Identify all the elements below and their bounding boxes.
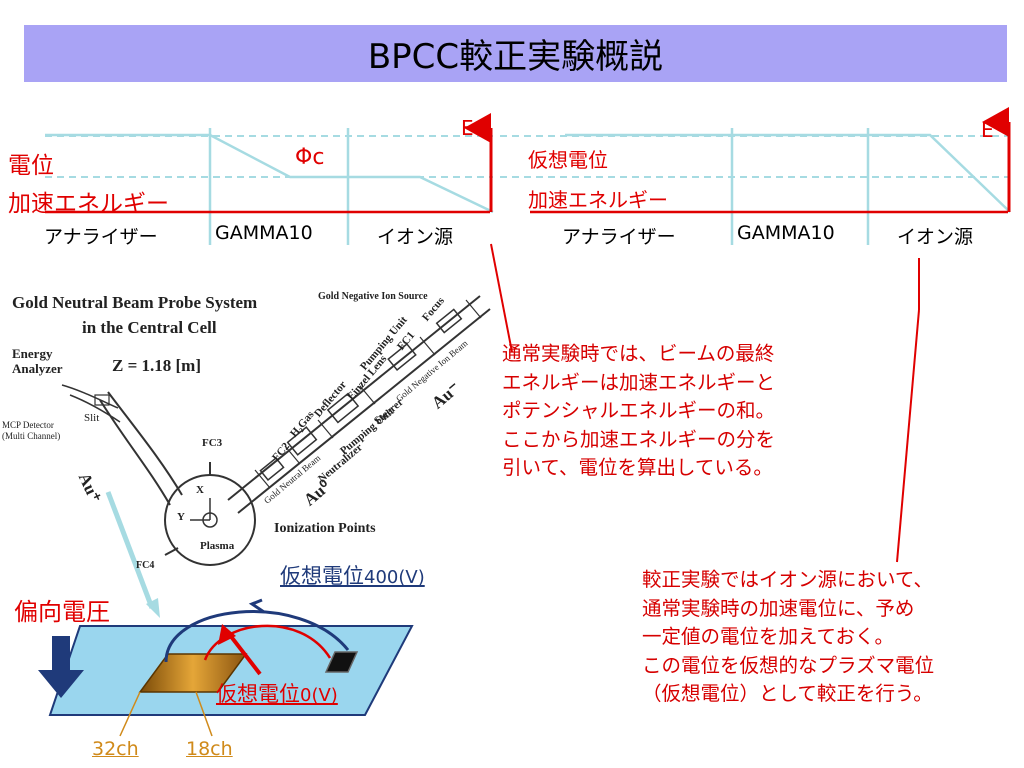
fc3-label: FC3 — [202, 437, 223, 449]
analyzer-arc-2 — [107, 391, 183, 496]
left-e-label: E — [461, 116, 474, 140]
fc2-box — [286, 426, 318, 456]
analyzer-plate-2 — [69, 394, 121, 423]
detector-plate-group — [38, 598, 414, 737]
virtual-0v-value: 0(V) — [300, 685, 338, 706]
left-potential-diagram — [45, 113, 494, 245]
beamline-upper — [227, 295, 481, 501]
right-potential-diagram — [500, 107, 1011, 245]
slit-box — [94, 394, 110, 406]
left-energy-label: 加速エネルギー — [8, 191, 169, 217]
bnbp-schematic — [61, 295, 491, 566]
multi-channel-label: (Multi Channel) — [2, 431, 61, 441]
right-seg-analyzer: アナライザー — [562, 226, 676, 248]
trajectory-arrowhead — [146, 598, 160, 618]
note1-pointer — [490, 243, 513, 353]
beamline-lower — [237, 308, 491, 514]
page-title: BPCC較正実験概説 — [367, 37, 664, 77]
ionization-points-label: Ionization Points — [274, 521, 376, 536]
virtual-0v-text: 仮想電位 — [216, 682, 300, 706]
trajectory-line — [105, 491, 155, 609]
energy-analyzer-label: Energy Analyzer — [12, 346, 63, 376]
note2-pointer-b — [896, 309, 920, 563]
ch32-pointer — [119, 691, 141, 737]
ch18-pointer — [195, 691, 213, 737]
y-axis-label: Y — [177, 511, 185, 523]
phi-c-label: Φc — [295, 145, 325, 170]
right-e-label: E — [981, 118, 994, 142]
z-label: Z = 1.18 [m] — [112, 356, 202, 375]
fc4-port — [164, 547, 179, 556]
arrow-400v — [248, 598, 265, 614]
ch18-label: 18ch — [186, 738, 233, 760]
title-bar: BPCC較正実験概説 — [24, 25, 1007, 82]
ion-source-block — [324, 651, 359, 673]
virtual-400v-text: 仮想電位 — [280, 564, 364, 588]
right-potential-curve — [565, 133, 1011, 213]
left-potential-curve — [45, 133, 494, 214]
gold-detector — [138, 653, 248, 693]
neg-ion-source-label: Gold Negative Ion Source — [318, 291, 428, 302]
virtual-0v-label: 仮想電位0(V) — [216, 678, 338, 708]
deflect-voltage-arrow — [38, 636, 84, 698]
schematic-title-1: Gold Neutral Beam Probe System — [12, 293, 258, 312]
left-seg-gamma10: GAMMA10 — [215, 222, 313, 244]
right-seg-ion-source: イオン源 — [897, 226, 974, 248]
virtual-400v-value: 400(V) — [364, 567, 425, 588]
right-seg-gamma10: GAMMA10 — [737, 222, 835, 244]
plasma-label: Plasma — [200, 540, 235, 552]
schematic-title-2: in the Central Cell — [82, 318, 217, 337]
analyzer-plate — [61, 384, 119, 409]
right-virtual-potential-label: 仮想電位 — [528, 148, 608, 172]
trajectory-0v — [203, 624, 332, 661]
fc4-label: FC4 — [136, 560, 155, 571]
ch32-label: 32ch — [92, 738, 139, 760]
right-energy-label: 加速エネルギー — [528, 188, 668, 212]
x-axis-label: X — [196, 484, 204, 496]
note-normal-experiment: 通常実験時では、ビームの最終 エネルギーは加速エネルギーと ポテンシャルエネルギ… — [502, 342, 776, 479]
beamline-flanges — [254, 299, 482, 489]
slit-label: Slit — [84, 412, 100, 424]
virtual-400v-label: 仮想電位400(V) — [280, 560, 425, 590]
trajectory-400v — [164, 610, 350, 663]
left-seg-analyzer: アナライザー — [44, 226, 158, 248]
deflect-voltage-label: 偏向電圧 — [14, 598, 110, 626]
left-potential-label: 電位 — [8, 153, 54, 179]
arrow-0v-head — [218, 624, 236, 645]
left-seg-ion-source: イオン源 — [377, 226, 454, 248]
mcp-detector-label: MCP Detector — [2, 420, 54, 430]
note-calibration-experiment: 較正実験ではイオン源において、 通常実験時の加速電位に、予め 一定値の電位を加え… — [642, 568, 935, 705]
deflector-box — [326, 392, 360, 424]
einzel-box — [387, 342, 417, 372]
pumping-unit-box — [435, 308, 463, 334]
analyzer-arc-1 — [99, 399, 171, 506]
neutralizer-box — [259, 456, 285, 482]
